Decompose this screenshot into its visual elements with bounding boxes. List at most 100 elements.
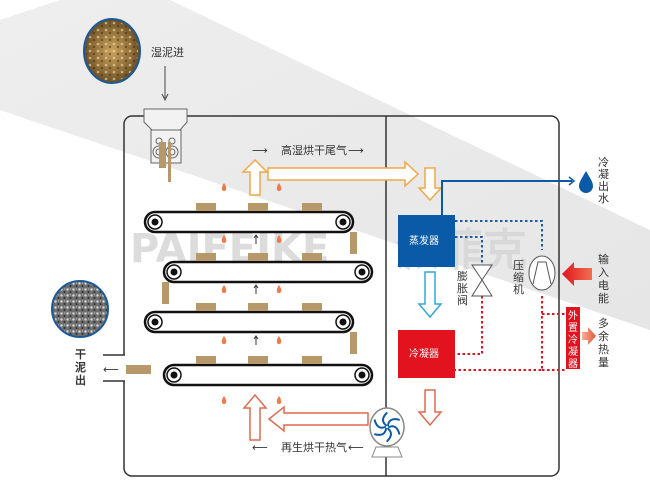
ext-cond-char-3: 冷 xyxy=(568,333,578,346)
ext-cond-char-1: 外 xyxy=(568,310,578,322)
condensate-line xyxy=(441,180,572,215)
label-power-input: 输 入 电 能 xyxy=(598,252,609,305)
ext-cond-char-5: 器 xyxy=(568,358,578,370)
conveyor-belt xyxy=(143,310,355,334)
exhaust-air-flow xyxy=(241,158,443,202)
dry-sludge-block xyxy=(126,365,151,374)
dry-out-char-1: 干 xyxy=(75,348,86,361)
heat-flames xyxy=(221,183,282,404)
exhaust-right-arrow xyxy=(267,160,420,188)
sludge-block xyxy=(248,303,268,311)
flame-icon xyxy=(276,336,282,344)
compressor-char-2: 缩 xyxy=(513,271,524,284)
sludge-block xyxy=(302,253,322,261)
compressor-char-1: 压 xyxy=(513,259,524,272)
air-up-arrow-head xyxy=(253,335,259,340)
dry-sludge-image xyxy=(51,280,109,338)
valve-char-1: 膨 xyxy=(457,269,468,283)
belt-roller-hub xyxy=(170,371,178,379)
compressor-char-3: 机 xyxy=(513,282,524,296)
flame-icon xyxy=(221,183,227,191)
hot-air-arrow-left-glyph: ⟵ xyxy=(252,441,268,454)
flame-icon xyxy=(221,336,227,344)
external-condenser-box xyxy=(566,307,580,369)
sludge-block xyxy=(302,303,322,311)
refrigerant-lines xyxy=(455,220,566,371)
sludge-block xyxy=(196,303,216,311)
ext-cond-char-2: 置 xyxy=(568,322,578,334)
sludge-block xyxy=(302,203,322,211)
conveyor-belts xyxy=(143,210,374,387)
sludge-blocks xyxy=(162,203,357,364)
fan-blade xyxy=(387,418,400,427)
sludge-block xyxy=(248,253,268,261)
sludge-block xyxy=(196,253,216,261)
conveyor-belt xyxy=(162,260,374,284)
flame-icon xyxy=(221,396,227,404)
surplus-char-2: 余 xyxy=(598,329,609,343)
hot-air-up-arrow xyxy=(242,393,268,441)
label-evaporator: 蒸发器 xyxy=(409,234,439,247)
line-compressor-to-condenser xyxy=(455,296,543,371)
flame-icon xyxy=(276,235,282,243)
fan-blade xyxy=(386,427,392,442)
fan-blade xyxy=(382,412,388,427)
flame-icon xyxy=(221,285,227,293)
hot-air-left-arrow xyxy=(267,405,369,433)
sludge-falling xyxy=(350,232,357,254)
flame-icon xyxy=(221,235,227,243)
expansion-valve-icon xyxy=(471,264,493,297)
condensate-char-4: 水 xyxy=(598,192,609,205)
conveyor-belt xyxy=(162,363,374,387)
condensate-char-3: 出 xyxy=(598,179,609,193)
flame-icon xyxy=(276,285,282,293)
belt-roller-hub xyxy=(170,268,178,276)
flame-icon xyxy=(276,183,282,191)
surplus-char-4: 量 xyxy=(598,356,609,369)
power-input-arrow xyxy=(562,262,592,286)
dry-out-char-2: 泥 xyxy=(75,361,86,374)
surplus-char-1: 多 xyxy=(598,316,609,330)
hot-air-flow xyxy=(242,389,443,441)
belt-roller-hub xyxy=(358,371,366,379)
power-char-2: 入 xyxy=(598,266,609,279)
line-valve-to-condenser xyxy=(455,296,483,355)
label-wet-sludge-in: 湿泥进 xyxy=(151,46,184,59)
line-evap-to-compressor xyxy=(455,220,543,250)
label-condenser: 冷凝器 xyxy=(409,347,439,360)
label-compressor: 压 缩 机 xyxy=(513,259,524,296)
power-char-3: 电 xyxy=(598,279,609,292)
exhaust-arrow-right-glyph: ⟶ xyxy=(348,144,364,157)
exhaust-down-arrow xyxy=(417,167,443,202)
compressor-icon xyxy=(528,255,556,291)
sludge-falling xyxy=(350,332,357,354)
exhaust-up-arrow xyxy=(241,158,269,196)
label-expansion-valve: 膨 胀 阀 xyxy=(457,269,468,307)
power-char-4: 能 xyxy=(598,291,609,305)
fan-icon xyxy=(369,407,405,458)
sludge-block xyxy=(196,356,216,364)
dry-out-char-3: 出 xyxy=(75,373,86,387)
belt-roller-hub xyxy=(151,318,159,326)
ext-cond-char-4: 凝 xyxy=(568,346,578,358)
label-external-condenser: 外 置 冷 凝 器 xyxy=(568,310,578,370)
condensate-arrow-head xyxy=(568,176,576,186)
air-up-arrow-head xyxy=(253,234,259,239)
sludge-block xyxy=(248,203,268,211)
dry-outlet-gap xyxy=(120,355,128,381)
condenser-box xyxy=(398,330,455,378)
surplus-char-3: 热 xyxy=(598,343,609,356)
sludge-block xyxy=(302,356,322,364)
water-drop-icon xyxy=(579,171,593,193)
label-dry-sludge-out: 干 泥 出 xyxy=(75,348,86,387)
label-hot-air: 再生烘干热气 xyxy=(281,440,347,454)
fan-blade xyxy=(373,419,386,429)
sludge-feed-left xyxy=(159,142,166,168)
label-exhaust-air: 高湿烘干尾气 xyxy=(281,143,347,157)
wet-sludge-texture xyxy=(86,21,138,81)
surplus-heat-arrow xyxy=(582,327,596,345)
belt-roller-hub xyxy=(339,218,347,226)
condenser-down-arrow xyxy=(417,389,443,427)
belt-roller-hub xyxy=(339,318,347,326)
